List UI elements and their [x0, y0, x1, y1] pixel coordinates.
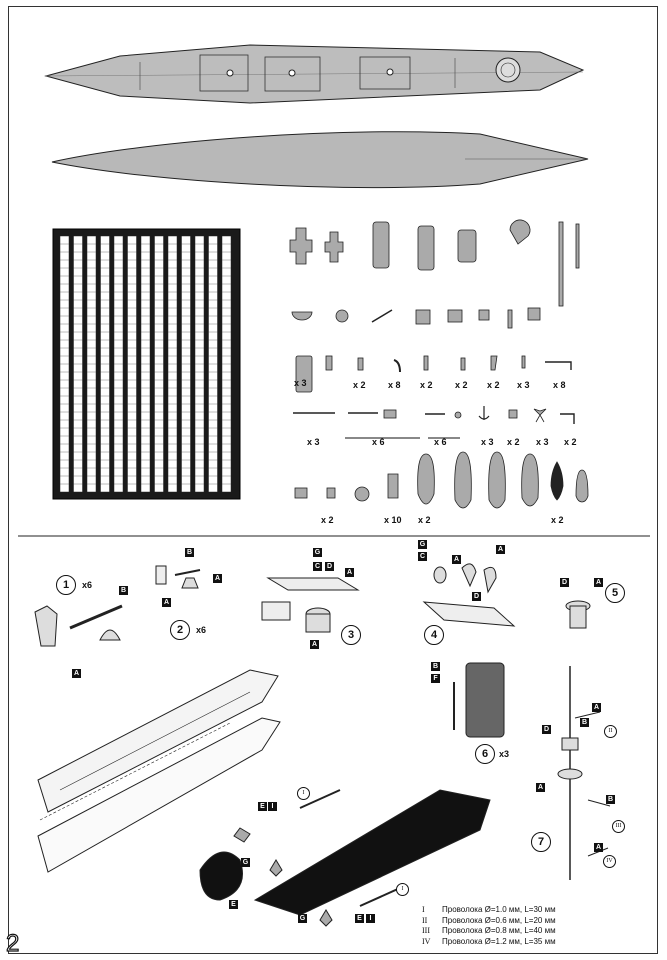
part-letter-d: D: [472, 592, 481, 601]
part-letter-e: E: [355, 914, 364, 923]
qty-label: x 3: [294, 378, 307, 388]
part-letter-a: A: [592, 703, 601, 712]
qty-label: x 6: [434, 437, 447, 447]
part-letter-a: A: [162, 598, 171, 607]
qty-label: x 3: [481, 437, 494, 447]
page-number: 2: [5, 929, 20, 957]
photo-etch-railing-fret: [52, 228, 241, 500]
assembly-illustrations: [34, 563, 611, 927]
hull-deck-top-view: [44, 44, 585, 104]
step-3-marker: 3: [341, 625, 361, 645]
qty-label: x 2: [507, 437, 520, 447]
qty-label: x 2: [353, 380, 366, 390]
qty-label: x 6: [372, 437, 385, 447]
qty-label: x 8: [553, 380, 566, 390]
part-letter-e: E: [258, 802, 267, 811]
part-letter-d: D: [542, 725, 551, 734]
part-letter-b: B: [185, 548, 194, 557]
qty-label: x 2: [418, 515, 431, 525]
qty-label: x 2: [455, 380, 468, 390]
wire-callout-i: I: [297, 787, 310, 800]
instruction-sheet: [8, 6, 658, 954]
part-letter-g: G: [418, 540, 427, 549]
qty-label: x 2: [551, 515, 564, 525]
wire-callout-iii: III: [612, 820, 625, 833]
part-letter-f: F: [431, 674, 440, 683]
qty-label: x 2: [487, 380, 500, 390]
hull-bottom-view: [51, 131, 589, 189]
part-letter-a: A: [72, 669, 81, 678]
step-7-marker: 7: [531, 832, 551, 852]
step-6-multiplier: x3: [499, 749, 510, 759]
part-letter-d: D: [560, 578, 569, 587]
part-letter-b: B: [431, 662, 440, 671]
part-letter-g: G: [241, 858, 250, 867]
part-letter-a: A: [496, 545, 505, 554]
qty-label: x 3: [517, 380, 530, 390]
part-letter-a: A: [452, 555, 461, 564]
part-letter-b: B: [606, 795, 615, 804]
part-letter-e: E: [229, 900, 238, 909]
part-letter-a: A: [594, 578, 603, 587]
qty-label: x 3: [536, 437, 549, 447]
step-6-marker: 6: [475, 744, 495, 764]
part-letter-a: A: [310, 640, 319, 649]
part-letter-a: A: [536, 783, 545, 792]
wire-callout-ii: II: [604, 725, 617, 738]
qty-label: x 2: [321, 515, 334, 525]
wire-callout-iv: IV: [603, 855, 616, 868]
part-letter-a: A: [213, 574, 222, 583]
qty-label: x 10: [384, 515, 402, 525]
part-letter-g: G: [313, 548, 322, 557]
part-letter-c: C: [313, 562, 322, 571]
qty-label: x 2: [420, 380, 433, 390]
qty-label: x 3: [307, 437, 320, 447]
part-letter-i: I: [268, 802, 277, 811]
part-letter-a: A: [594, 843, 603, 852]
part-letter-a: A: [345, 568, 354, 577]
step-2-marker: 2: [170, 620, 190, 640]
part-letter-g: G: [298, 914, 307, 923]
part-letter-b: B: [119, 586, 128, 595]
small-parts-sprue: [289, 219, 589, 509]
qty-label: x 2: [564, 437, 577, 447]
part-letter-c: C: [418, 552, 427, 561]
step-4-marker: 4: [424, 625, 444, 645]
step-2-multiplier: x6: [196, 625, 207, 635]
step-1-multiplier: x6: [82, 580, 93, 590]
qty-label: x 8: [388, 380, 401, 390]
step-5-marker: 5: [605, 583, 625, 603]
part-letter-i: I: [366, 914, 375, 923]
part-letter-d: D: [325, 562, 334, 571]
part-letter-b: B: [580, 718, 589, 727]
wire-callout-i: I: [396, 883, 409, 896]
step-1-marker: 1: [56, 575, 76, 595]
